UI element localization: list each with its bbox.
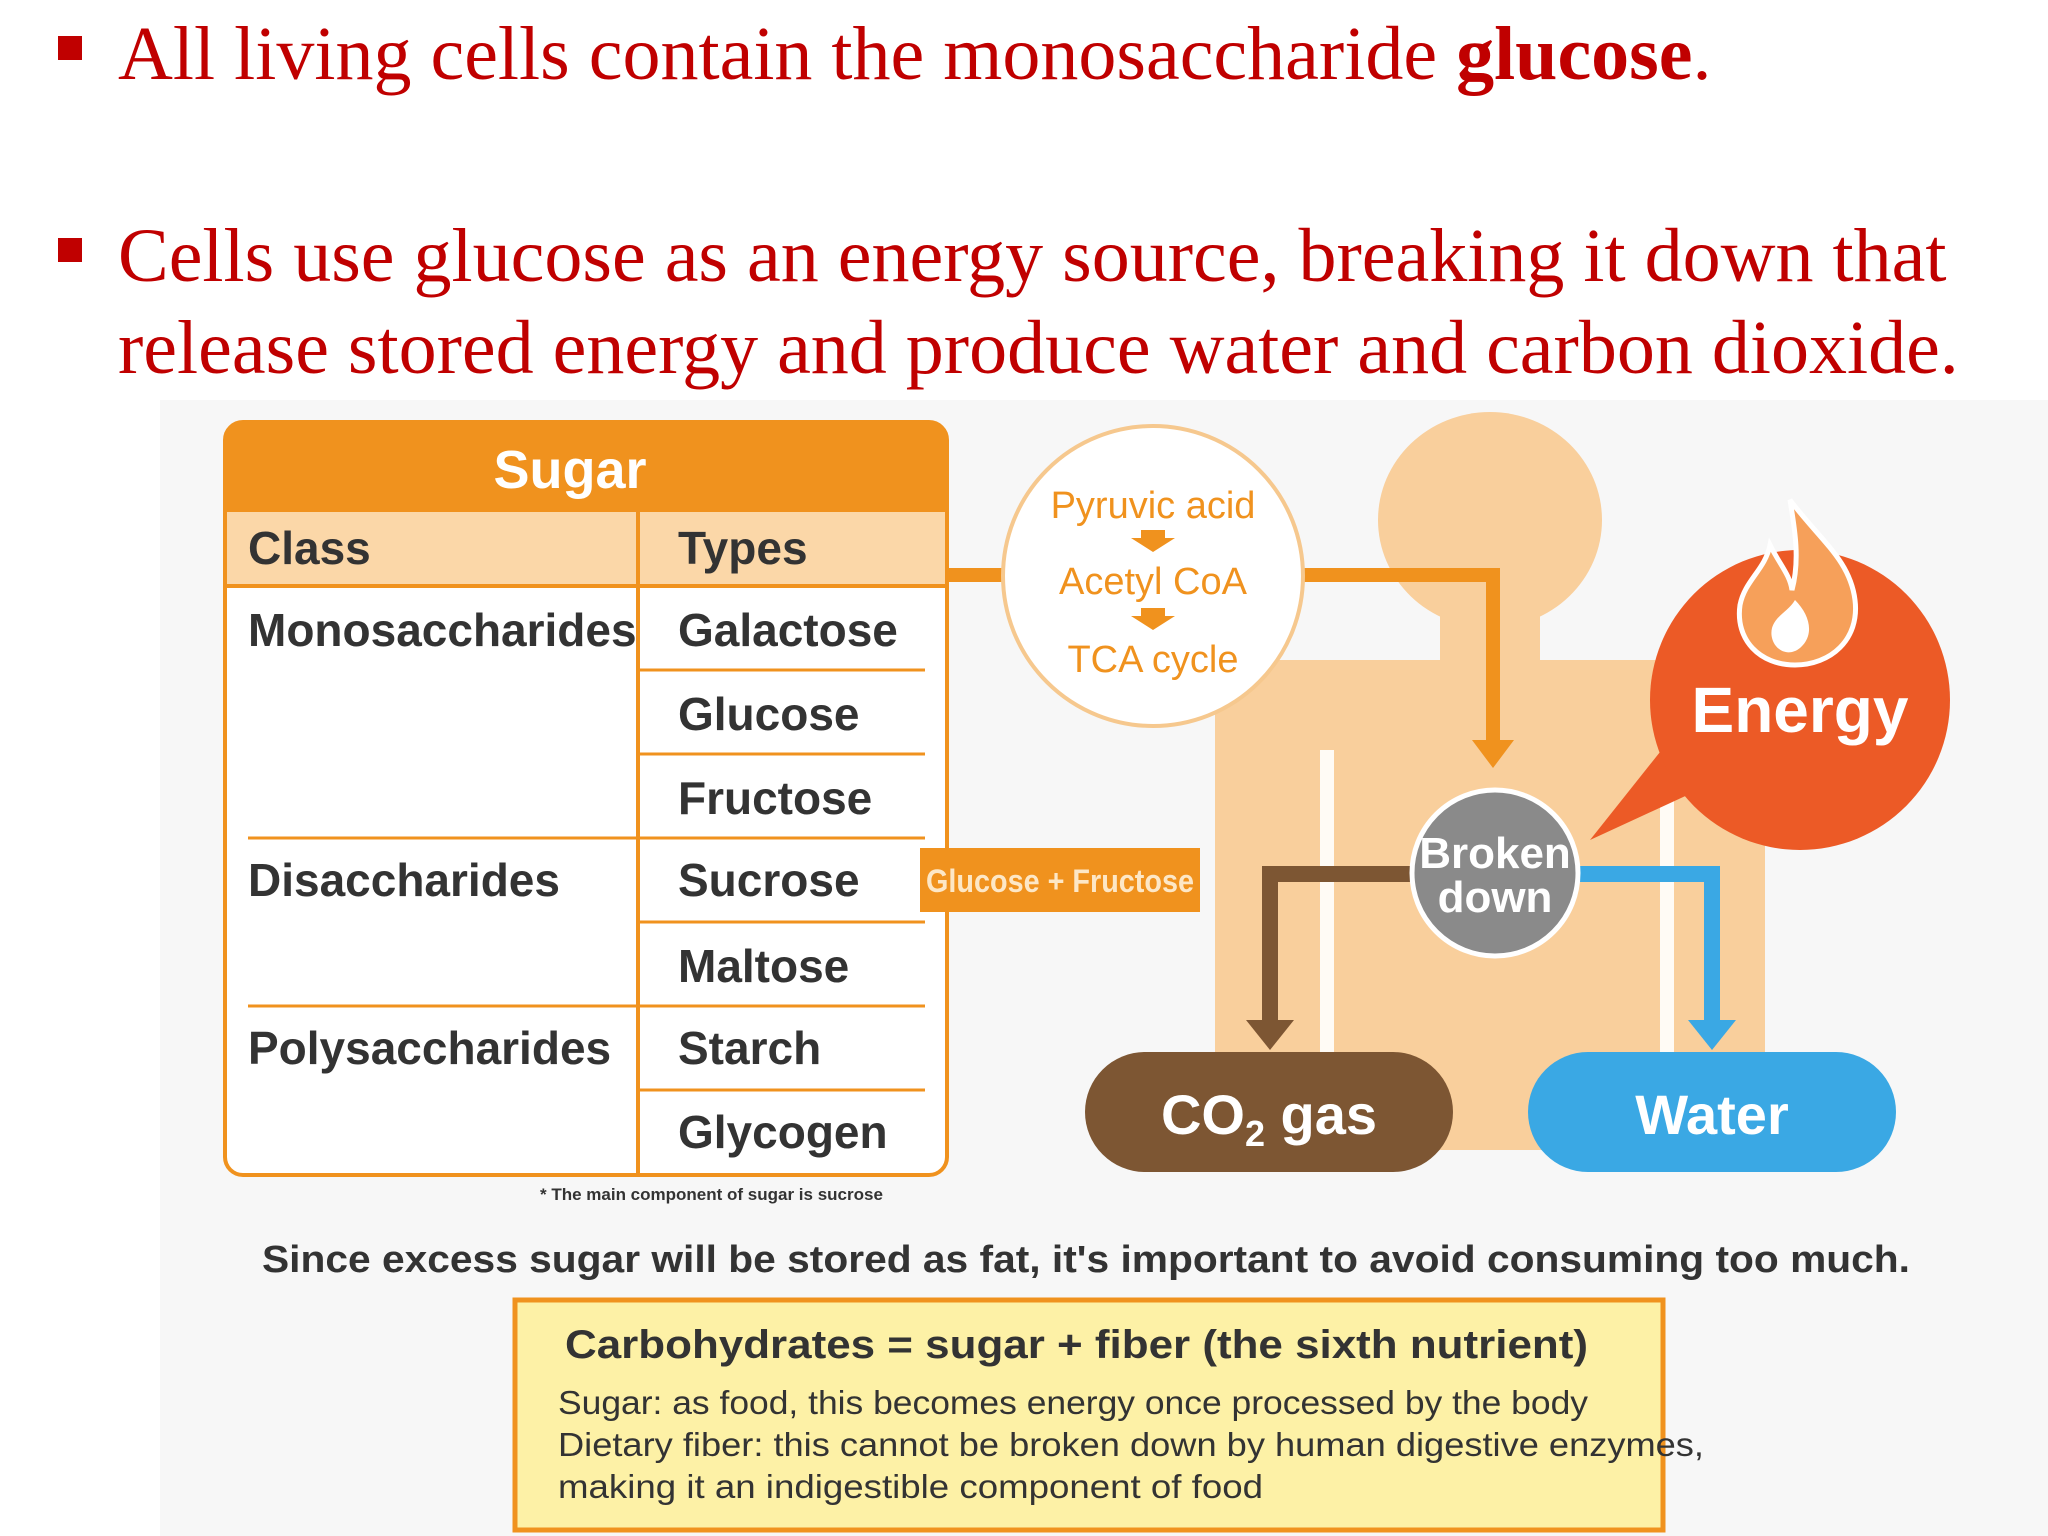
broken-down-line-2: down	[1438, 873, 1553, 922]
bullet-1-text: All living cells contain the monosacchar…	[118, 12, 1712, 96]
type-galactose: Galactose	[678, 604, 898, 656]
carbohydrates-box: Carbohydrates = sugar + fiber (the sixth…	[512, 1297, 1704, 1533]
type-starch: Starch	[678, 1022, 821, 1074]
table-title: Sugar	[493, 440, 646, 500]
bullet-2-line-2: release stored energy and produce water …	[118, 306, 1959, 390]
cycle-arrow-1-icon	[1131, 530, 1175, 552]
class-monosaccharides: Monosaccharides	[248, 604, 637, 656]
water-label: Water	[1635, 1083, 1789, 1146]
energy-bubble: Energy	[1590, 498, 1950, 850]
bullet-2-line-1: Cells use glucose as an energy source, b…	[118, 214, 1947, 298]
metabolic-cycle: Pyruvic acid Acetyl CoA TCA cycle	[1001, 424, 1305, 728]
box-line-3: making it an indigestible component of f…	[558, 1468, 1263, 1505]
bold-glucose: glucose	[1456, 12, 1693, 96]
type-sucrose: Sucrose	[678, 854, 860, 906]
cycle-pyruvic-acid: Pyruvic acid	[1051, 485, 1256, 527]
type-maltose: Maltose	[678, 940, 849, 992]
column-header-class: Class	[248, 522, 371, 574]
broken-down-node: Broken down	[1409, 787, 1581, 959]
type-glycogen: Glycogen	[678, 1106, 888, 1158]
type-glucose: Glucose	[678, 688, 860, 740]
class-polysaccharides: Polysaccharides	[248, 1022, 611, 1074]
class-disaccharides: Disaccharides	[248, 854, 560, 906]
cycle-arrow-2-icon	[1131, 608, 1175, 630]
energy-label: Energy	[1692, 674, 1909, 746]
caption: Since excess sugar will be stored as fat…	[262, 1239, 1910, 1281]
table-footnote: * The main component of sugar is sucrose	[540, 1185, 883, 1204]
cycle-acetyl-coa: Acetyl CoA	[1059, 561, 1248, 603]
water-output: Water	[1528, 1052, 1896, 1172]
sucrose-split-label: Glucose + Fructose	[926, 863, 1194, 899]
box-line-2: Dietary fiber: this cannot be broken dow…	[558, 1426, 1704, 1463]
sugar-table: Sugar Class Types Monosaccharides Disacc…	[223, 420, 949, 1177]
co2-label: CO2 gas	[1161, 1083, 1377, 1154]
flow-arrows	[945, 568, 1736, 1050]
bullet-square-icon	[58, 36, 82, 60]
type-fructose: Fructose	[678, 772, 872, 824]
box-line-1: Sugar: as food, this becomes energy once…	[558, 1384, 1589, 1421]
bullet-square-icon	[58, 238, 82, 262]
flame-icon	[1736, 498, 1859, 668]
sucrose-split-tag: Glucose + Fructose	[920, 848, 1200, 912]
box-title: Carbohydrates = sugar + fiber (the sixth…	[565, 1323, 1588, 1367]
co2-output: CO2 gas	[1085, 1052, 1453, 1172]
cycle-tca: TCA cycle	[1067, 639, 1238, 681]
broken-down-line-1: Broken	[1419, 829, 1571, 878]
column-header-types: Types	[678, 522, 808, 574]
